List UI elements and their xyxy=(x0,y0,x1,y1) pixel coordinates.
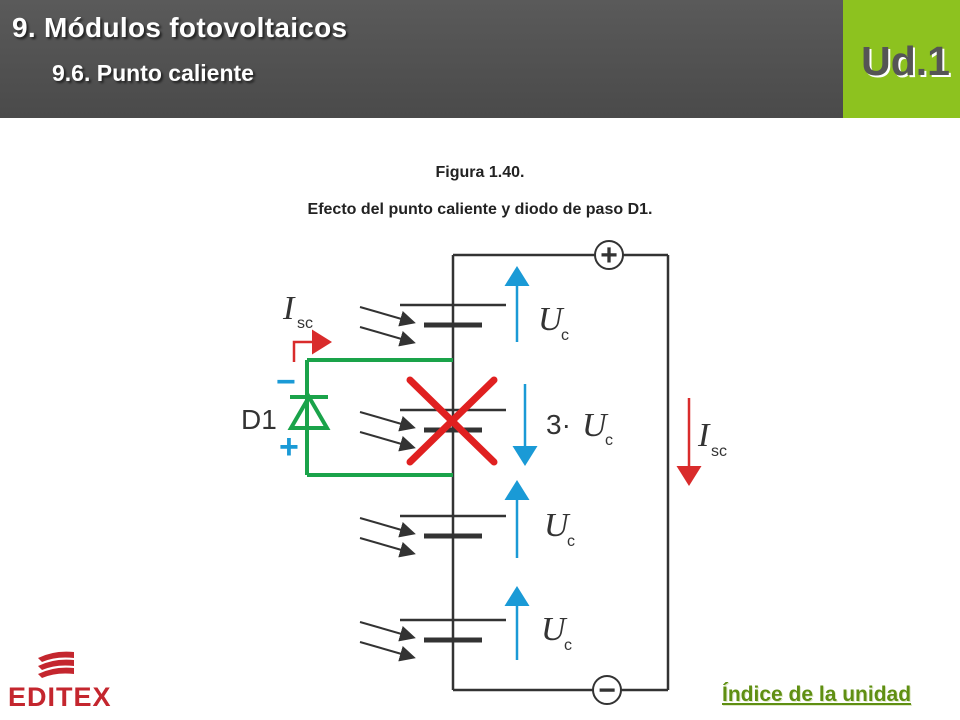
voltage-subscript: c xyxy=(567,533,575,550)
editex-logo: EDITEX xyxy=(8,648,118,714)
isc-left-subscript: sc xyxy=(297,315,313,332)
voltage-label-3: U c xyxy=(544,507,575,550)
negative-terminal-sign: − xyxy=(598,674,616,707)
isc-left-symbol: I xyxy=(282,290,296,327)
voltage-subscript: c xyxy=(564,637,572,654)
figure-caption: Efecto del punto caliente y diodo de pas… xyxy=(307,201,653,218)
isc-right-subscript: sc xyxy=(711,443,727,460)
voltage-symbol: U xyxy=(544,507,571,544)
voltage-label-2: 3· U c xyxy=(546,407,613,449)
editex-logo-text: EDITEX xyxy=(8,682,112,712)
voltage-symbol: U xyxy=(538,301,565,338)
cell-2 xyxy=(400,408,506,433)
cell-3 xyxy=(400,514,506,539)
voltage-arrows xyxy=(504,266,538,660)
diode-plus-sign: + xyxy=(279,428,299,466)
positive-terminal-sign: + xyxy=(600,239,618,272)
bypass-loop xyxy=(305,358,453,477)
unit-index-link[interactable]: Índice de la unidad xyxy=(722,683,912,706)
cell-4 xyxy=(400,618,506,643)
figure-number: Figura 1.40. xyxy=(435,164,525,181)
isc-right-symbol: I xyxy=(697,417,711,454)
voltage-subscript: c xyxy=(561,327,569,344)
voltage-label-4: U c xyxy=(541,611,572,654)
positive-terminal: + xyxy=(594,239,624,272)
main-wires xyxy=(451,253,670,692)
isc-left-arrow xyxy=(292,329,332,362)
unit-badge: Ud.1 xyxy=(843,0,960,118)
page-title: 9. Módulos fotovoltaicos xyxy=(12,12,348,43)
voltage-symbol: U xyxy=(582,407,609,444)
unit-label: Ud.1 xyxy=(861,38,950,84)
negative-terminal: − xyxy=(592,674,622,707)
diode-label: D1 xyxy=(241,404,277,435)
editex-book-icon xyxy=(38,651,74,678)
voltage-label-1: U c xyxy=(538,301,569,344)
cell-1 xyxy=(400,303,506,328)
light-rays xyxy=(359,306,416,662)
diode-d1 xyxy=(287,393,331,430)
voltage-symbol: U xyxy=(541,611,568,648)
page-subtitle: 9.6. Punto caliente xyxy=(52,60,254,86)
voltage-subscript: c xyxy=(605,432,613,449)
header-bar: 9. Módulos fotovoltaicos 9.6. Punto cali… xyxy=(0,0,843,118)
hot-spot-cross-icon xyxy=(406,376,498,466)
voltage-multiplier: 3· xyxy=(546,409,571,440)
diode-minus-sign: − xyxy=(276,363,296,401)
